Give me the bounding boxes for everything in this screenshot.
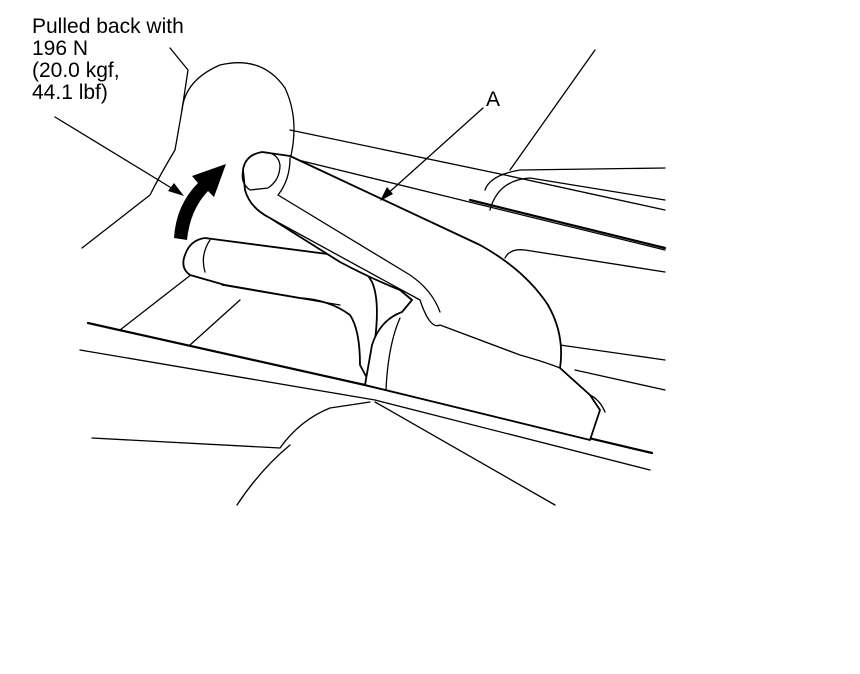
- console-rail-thick: [468, 198, 667, 250]
- lever-top-ridge: [277, 157, 441, 313]
- right-panel-curve: [484, 167, 666, 191]
- seat-outline-left: [81, 47, 189, 249]
- armrest-edge: [236, 444, 291, 506]
- secondary-lever-ridge: [221, 284, 341, 306]
- console-right-inner: [504, 249, 666, 273]
- part-label-a: A: [486, 88, 501, 111]
- armrest-curve: [91, 401, 371, 449]
- secondary-lever: [182, 237, 378, 381]
- armrest-edge-2: [374, 401, 556, 506]
- force-callout-line-3: (20.0 kgf,: [32, 59, 120, 82]
- force-callout-line-2: 196 N: [32, 37, 89, 60]
- force-callout-line-4: 44.1 lbf): [32, 81, 108, 104]
- console-floor-left-2: [189, 299, 241, 346]
- force-callout-line-1: Pulled back with: [32, 15, 184, 38]
- curved-arrow-icon: [174, 164, 226, 240]
- console-right-lower-2: [574, 369, 666, 391]
- console-front-lower: [79, 349, 651, 471]
- force-callout: Pulled back with 196 N (20.0 kgf, 44.1 l…: [32, 16, 184, 104]
- console-rail-upper: [297, 159, 666, 251]
- callout-leader-arrowhead: [168, 183, 184, 196]
- lever-boot-line: [385, 317, 401, 391]
- label-a-leader-arrowhead: [380, 187, 393, 201]
- lever-base-line: [589, 394, 606, 413]
- parking-brake-lever: [242, 151, 601, 441]
- secondary-lever-button-ring: [202, 239, 211, 273]
- console-right-lower: [559, 344, 666, 361]
- label-a-leader-line: [384, 107, 484, 197]
- callout-leader-line: [54, 116, 179, 193]
- right-panel-edge: [509, 49, 596, 171]
- lever-side-ridge: [269, 217, 561, 369]
- shift-boot-outline: [181, 62, 295, 161]
- lever-button: [241, 151, 281, 191]
- right-panel-edge-2: [489, 177, 666, 211]
- console-top-line: [289, 129, 666, 211]
